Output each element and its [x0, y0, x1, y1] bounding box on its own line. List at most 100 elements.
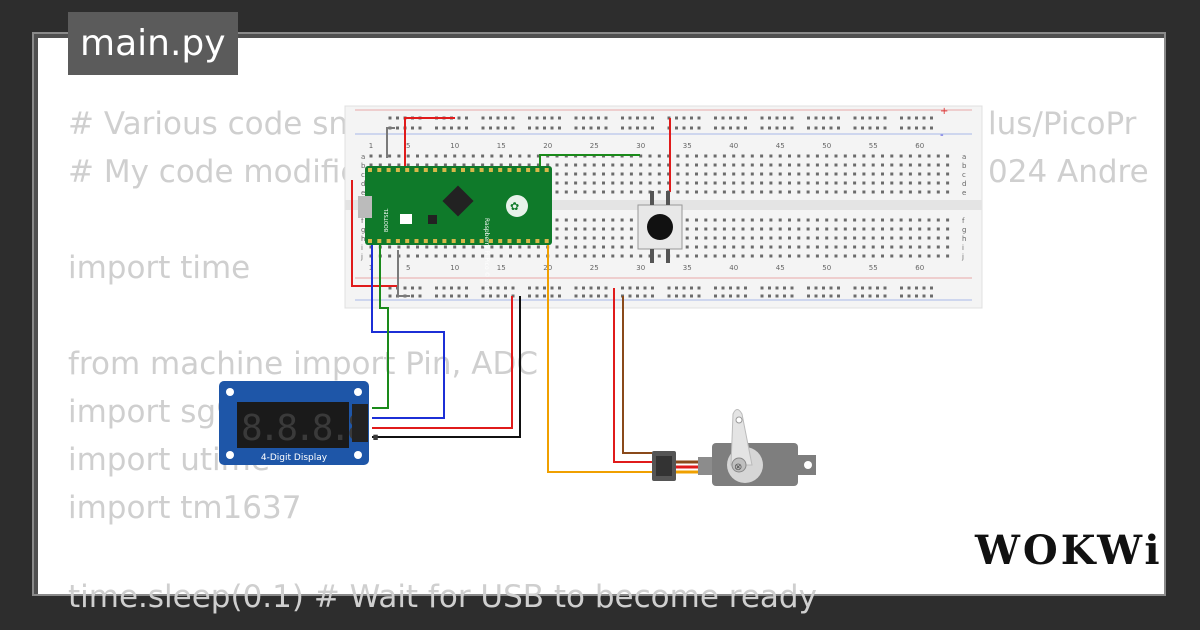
breadboard-hole: [481, 286, 485, 290]
breadboard-hole: [536, 254, 540, 258]
pico-pin: [386, 168, 391, 172]
breadboard-hole: [815, 254, 819, 258]
breadboard-hole: [411, 126, 414, 130]
pico-pin: [461, 168, 465, 172]
breadboard-hole: [788, 163, 791, 167]
breadboard-hole: [713, 172, 717, 176]
breadboard-hole: [676, 190, 680, 194]
breadboard-hole: [434, 254, 438, 258]
breadboard-hole: [457, 116, 461, 120]
file-tab[interactable]: main.py: [68, 12, 238, 75]
breadboard-hole: [797, 172, 801, 176]
breadboard-hole: [741, 190, 745, 194]
four-digit-display[interactable]: 8.8.8.8. 4-Digit Display: [219, 381, 386, 465]
breadboard-hole: [829, 126, 833, 130]
breadboard-hole: [769, 172, 773, 176]
breadboard-hole: [713, 245, 717, 249]
breadboard-hole: [499, 163, 503, 167]
breadboard-hole: [418, 286, 422, 290]
breadboard-hole: [936, 236, 940, 240]
breadboard-hole: [695, 254, 698, 258]
wire-red-display: [372, 296, 513, 429]
breadboard-hole: [825, 218, 829, 222]
breadboard-hole: [853, 294, 857, 298]
breadboard-hole: [834, 190, 838, 194]
breadboard-hole: [550, 286, 554, 290]
breadboard-hole: [806, 154, 810, 158]
breadboard-hole: [744, 294, 747, 298]
breadboard-hole: [620, 163, 624, 167]
row-label: j: [360, 253, 363, 261]
pico-board[interactable]: ✿ Raspberry Pi Pico © 2020 BOOTSEL: [358, 166, 552, 295]
breadboard-hole: [778, 254, 782, 258]
breadboard-hole: [750, 227, 754, 231]
breadboard-hole: [564, 218, 568, 222]
breadboard-hole: [907, 294, 911, 298]
servo-motor[interactable]: ⊗: [652, 409, 816, 487]
breadboard-hole: [629, 190, 633, 194]
column-label: 25: [590, 142, 599, 150]
breadboard-hole: [453, 254, 457, 258]
breadboard-hole: [490, 154, 494, 158]
breadboard-hole: [583, 254, 587, 258]
breadboard-hole: [555, 172, 559, 176]
breadboard-hole: [406, 163, 410, 167]
breadboard-hole: [806, 181, 810, 185]
breadboard-hole: [651, 294, 654, 298]
column-label: 10: [450, 264, 459, 272]
breadboard-hole: [862, 163, 866, 167]
breadboard-hole: [499, 154, 503, 158]
breadboard-hole: [564, 245, 568, 249]
breadboard-hole: [918, 236, 922, 240]
breadboard-hole: [388, 154, 392, 158]
breadboard-hole: [927, 236, 931, 240]
breadboard-hole: [602, 181, 605, 185]
breadboard-hole: [946, 254, 950, 258]
breadboard-hole: [843, 154, 847, 158]
code-line-fragment: lus/PicoPr: [988, 106, 1137, 142]
breadboard-hole: [722, 172, 726, 176]
pico-pin: [451, 168, 456, 172]
breadboard-hole: [583, 227, 587, 231]
breadboard-hole: [465, 116, 468, 120]
breadboard-hole: [788, 254, 791, 258]
breadboard-hole: [583, 218, 587, 222]
breadboard-hole: [741, 218, 745, 222]
pico-pin: [535, 239, 540, 243]
pico-pin: [498, 168, 503, 172]
breadboard-hole: [489, 126, 492, 130]
breadboard-hole: [890, 190, 894, 194]
column-label: 40: [729, 264, 738, 272]
breadboard-hole: [574, 172, 578, 176]
breadboard-hole: [704, 236, 708, 240]
pushbutton[interactable]: [637, 191, 683, 263]
breadboard-hole: [797, 190, 801, 194]
breadboard-hole: [853, 154, 857, 158]
breadboard-hole: [946, 163, 950, 167]
pico-pin: [535, 168, 540, 172]
breadboard-hole: [871, 236, 875, 240]
breadboard-hole: [629, 181, 633, 185]
breadboard-hole: [697, 126, 701, 130]
pico-pin: [507, 239, 512, 243]
breadboard-hole: [822, 294, 825, 298]
breadboard-hole: [871, 218, 875, 222]
breadboard-hole: [778, 154, 782, 158]
breadboard-hole: [788, 181, 791, 185]
breadboard-hole: [490, 163, 494, 167]
breadboard-hole: [543, 294, 546, 298]
breadboard-hole: [862, 254, 866, 258]
pico-pin: [414, 239, 419, 243]
breadboard-hole: [628, 286, 632, 290]
breadboard-hole: [797, 227, 801, 231]
breadboard-hole: [396, 116, 399, 120]
breadboard-hole: [862, 236, 866, 240]
breadboard-hole: [806, 227, 810, 231]
row-label: h: [361, 235, 365, 243]
wire-brown-servo: [622, 296, 652, 454]
breadboard-hole: [843, 227, 847, 231]
pico-pin: [442, 239, 447, 243]
breadboard-hole: [602, 254, 605, 258]
breadboard-hole: [868, 126, 872, 130]
breadboard-hole: [890, 254, 894, 258]
